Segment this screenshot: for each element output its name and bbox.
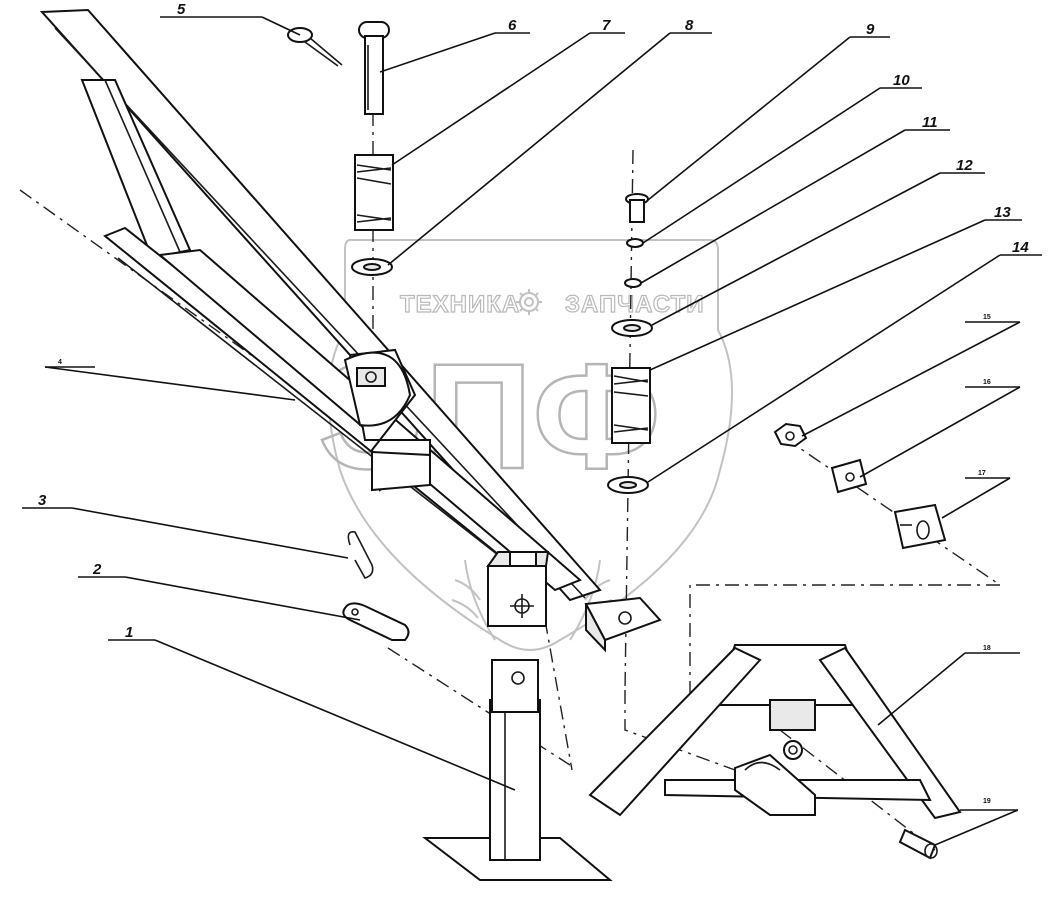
part-7-spring [354,154,394,231]
watermark-wheat-left [451,559,496,641]
part-10-washer [626,238,644,248]
callout-15: 15 [983,314,991,321]
callout-10: 10 [893,72,910,89]
socket-block [486,551,550,627]
callout-17: 17 [978,470,986,477]
watermark-right-word: ЗАПЧАСТИ [565,291,705,318]
part-3-split-pin [347,530,374,579]
callout-4: 4 [58,359,62,366]
part-14-washer [607,476,649,494]
part-9-bolt [625,193,649,223]
arm-end-bracket [584,596,662,653]
part-8-washer [351,258,393,276]
callout-16: 16 [983,379,991,386]
callout-1: 1 [125,624,133,641]
callout-3: 3 [38,492,47,509]
part-6-pin [358,21,390,115]
part-15-nut [773,422,808,448]
callout-labels: 1 2 3 4 5 6 7 8 9 10 11 12 13 14 15 16 1… [38,1,1029,805]
part-12-washer [611,319,653,337]
callout-12: 12 [956,157,973,174]
callout-6: 6 [508,17,517,34]
callout-7: 7 [602,17,611,34]
main-arm-frame [39,8,602,602]
leader-lines [22,16,1042,846]
part-17-clamp-block [893,503,947,550]
callout-5: 5 [177,1,186,18]
callout-8: 8 [685,17,694,34]
part-2-lever-pin [342,602,410,641]
part-18-tripod-base [588,644,962,820]
part-11-washer [624,278,642,288]
part-19-dowel-pin [898,828,938,860]
callout-13: 13 [994,204,1011,221]
callout-18: 18 [983,645,991,652]
callout-14: 14 [1012,239,1029,256]
callout-19: 19 [983,798,991,805]
watermark-left-word: ТЕХНИКА [400,291,520,318]
callout-11: 11 [922,114,938,131]
callout-2: 2 [92,561,102,578]
gear-icon [516,289,542,315]
part-16-square-nut [830,458,868,494]
callout-9: 9 [866,21,875,38]
part-1-stand [422,659,613,881]
part-13-spring [611,367,651,444]
